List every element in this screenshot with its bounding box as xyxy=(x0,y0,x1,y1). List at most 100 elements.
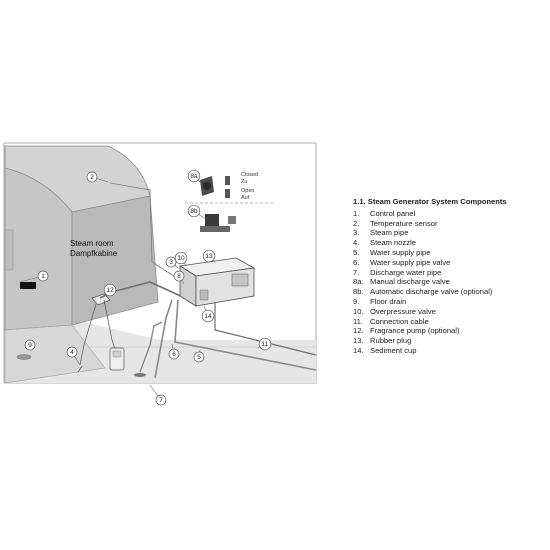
legend-item-number: 1. xyxy=(353,208,360,218)
discharge-water-pipe xyxy=(154,299,173,379)
legend-item-label: Water supply pipe xyxy=(370,247,431,257)
legend-item-label: Floor drain xyxy=(370,296,407,306)
callout-circle xyxy=(24,339,36,351)
automatic-valve-detail xyxy=(200,214,236,232)
floor-drain-outlet xyxy=(134,373,146,377)
legend-item-number: 6. xyxy=(353,257,360,267)
legend-item-label: Manual discharge valve xyxy=(370,277,450,287)
legend-item: 13.Rubber plug xyxy=(353,336,543,346)
valve-closed-label: Closed xyxy=(241,172,258,178)
callout-number: 3 xyxy=(169,259,173,266)
callout-4: 4 xyxy=(66,346,81,366)
callout-number: 2 xyxy=(90,174,94,181)
legend-item-label: Steam pipe xyxy=(370,228,409,238)
legend-item: 14.Sediment cup xyxy=(353,346,543,356)
callout-number: 14 xyxy=(204,313,212,320)
legend-item-label: Overpressure valve xyxy=(370,306,436,316)
room-label-line2: Dampfkabine xyxy=(70,249,118,258)
callout-number: 10 xyxy=(177,255,185,262)
legend-item-number: 10. xyxy=(353,306,364,316)
callout-number: 1 xyxy=(41,273,45,280)
legend-item-label: Steam nozzle xyxy=(370,238,417,248)
steam-room-side-wall xyxy=(71,195,159,326)
callout-8: 8 xyxy=(173,270,185,285)
legend-item: 6. Water supply pipe valve xyxy=(353,258,543,268)
temperature-sensor-cable xyxy=(109,182,181,281)
callout-9: 9 xyxy=(24,339,36,351)
callout-3: 3 xyxy=(165,256,179,269)
legend-item-label: Discharge water pipe xyxy=(370,267,442,277)
callout-11: 11 xyxy=(257,337,272,351)
callout-13: 13 xyxy=(202,249,216,263)
legend-item-label: Control panel xyxy=(370,208,416,218)
legend-item-number: 3. xyxy=(353,228,360,238)
legend-item-number: 11. xyxy=(353,316,363,326)
legend-item-number: 4. xyxy=(353,238,360,248)
callout-14: 14 xyxy=(201,305,215,323)
legend-item: 8a. Manual discharge valve xyxy=(353,277,543,287)
legend-item-label: Sediment cup xyxy=(370,345,417,355)
steam-generator xyxy=(178,257,256,307)
legend: 1.1. Steam Generator System Components 1… xyxy=(353,197,543,356)
legend-item: 5. Water supply pipe xyxy=(353,248,543,258)
callout-8b: 8b xyxy=(187,204,205,219)
callout-number: 6 xyxy=(172,351,176,358)
callout-circle xyxy=(258,337,272,351)
callout-circle xyxy=(201,309,215,323)
water-supply-pipe xyxy=(174,299,317,371)
steam-pipe xyxy=(99,281,186,299)
callout-12: 12 xyxy=(103,283,117,297)
callout-circle xyxy=(173,270,185,282)
legend-item-number: 8b. xyxy=(353,287,364,297)
connection-cable xyxy=(214,300,317,356)
callout-circle xyxy=(103,283,117,297)
valve-open-de-label: Auf xyxy=(241,195,250,201)
valve-open-label: Open xyxy=(241,188,254,194)
callout-number: 5 xyxy=(197,354,201,361)
legend-item-label: Fragrance pump (optional) xyxy=(370,326,460,336)
legend-item: 10. Overpressure valve xyxy=(353,307,543,317)
callout-number: 8a xyxy=(190,173,198,180)
callout-2: 2 xyxy=(86,171,109,183)
callout-number: 4 xyxy=(70,349,74,356)
callout-circle xyxy=(202,249,216,263)
callout-circle xyxy=(165,256,177,268)
legend-item: 8b. Automatic discharge valve (optional) xyxy=(353,287,543,297)
callout-7: 7 xyxy=(149,384,167,406)
callout-number: 9 xyxy=(28,342,32,349)
legend-item-number: 7. xyxy=(353,267,360,277)
legend-title: 1.1. Steam Generator System Components xyxy=(353,197,507,206)
legend-item-label: Water supply pipe valve xyxy=(370,257,451,267)
callout-number: 8b xyxy=(190,208,198,215)
callout-number: 13 xyxy=(205,253,213,260)
legend-item-number: 12. xyxy=(353,326,364,336)
steam-room xyxy=(4,145,159,384)
callout-number: 7 xyxy=(159,397,163,404)
valve-closed-de-label: Zu xyxy=(241,179,247,185)
legend-item: 9. Floor drain xyxy=(353,297,543,307)
callout-circle xyxy=(66,346,78,358)
callout-10: 10 xyxy=(174,251,188,267)
legend-item-number: 9. xyxy=(353,296,360,306)
callout-circle xyxy=(193,351,205,363)
legend-item-number: 5. xyxy=(353,247,360,257)
legend-item-label: Connection cable xyxy=(370,316,429,326)
callout-6: 6 xyxy=(168,343,180,360)
legend-item-label: Temperature sensor xyxy=(370,218,438,228)
floor-drain xyxy=(16,354,32,360)
callout-number: 12 xyxy=(106,287,114,294)
legend-item-label: Automatic discharge valve (optional) xyxy=(370,287,493,297)
callout-circle xyxy=(86,171,98,183)
callout-1: 1 xyxy=(19,270,49,283)
legend-item: 2. Temperature sensor xyxy=(353,219,543,229)
callout-circle xyxy=(37,270,49,282)
control-panel xyxy=(20,282,36,289)
callout-number: 8 xyxy=(177,273,181,280)
legend-items: 1. Control panel 2. Temperature sensor 3. Ste… xyxy=(353,209,543,356)
legend-item: 4. Steam nozzle xyxy=(353,238,543,248)
legend-item-number: 2. xyxy=(353,218,360,228)
room-label-line1: Steam room xyxy=(70,239,114,248)
legend-item: 1. Control panel xyxy=(353,209,543,219)
legend-item: 12. Fragrance pump (optional) xyxy=(353,326,543,336)
legend-item-number: 8a. xyxy=(353,277,364,287)
